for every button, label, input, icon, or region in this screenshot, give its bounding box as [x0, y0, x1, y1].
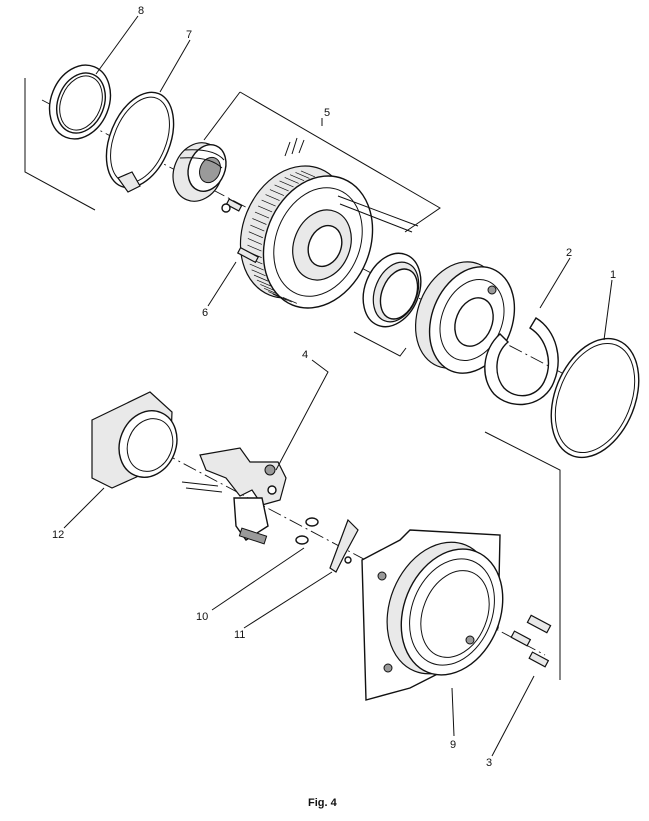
part-middle-ring [362, 252, 422, 328]
callout-10: 10 [196, 611, 208, 623]
part-sensor-bracket [181, 447, 287, 545]
housing-knurl-tick [282, 297, 297, 304]
housing-knurl-tick [269, 189, 285, 196]
part-8-ring [48, 64, 112, 140]
callout-12: 12 [52, 529, 64, 541]
callout-1: 1 [610, 269, 616, 281]
housing-knurl-tick [249, 263, 264, 271]
part-3-screws [510, 614, 552, 668]
housing-knurl-tick [253, 274, 269, 282]
callout-4: 4 [302, 349, 308, 361]
housing-knurl-tick [251, 269, 266, 277]
housing-knurl-tick [268, 291, 283, 298]
housing-knurl-tick [247, 238, 262, 245]
housing-knurl-tick [248, 231, 263, 239]
housing-knurl-tick [274, 184, 289, 192]
small-screw-top [221, 198, 243, 213]
callout-6: 6 [202, 307, 208, 319]
callout-8: 8 [138, 5, 144, 17]
figure-caption: Fig. 4 [308, 797, 338, 809]
callout-2: 2 [566, 247, 572, 259]
part-11-lever [329, 518, 359, 573]
callout-7: 7 [186, 29, 192, 41]
housing-knurl-tick [265, 194, 280, 201]
leader-lines [63, 15, 613, 757]
housing-knurl-tick [272, 293, 288, 301]
callout-3: 3 [486, 757, 492, 769]
part-bearing-sleeve [172, 142, 227, 202]
part-1-large-ring [550, 337, 640, 459]
callout-labels: 8 7 5 2 1 6 4 12 10 11 9 3 [52, 5, 616, 769]
housing-knurl-tick [254, 211, 270, 219]
housing-knurl-tick [300, 170, 316, 178]
part-6-screw [236, 246, 260, 264]
housing-knurl-tick [263, 287, 279, 295]
part-10-screws [295, 517, 319, 545]
housing-knurl-tick [247, 244, 262, 252]
housing-knurl-tick [295, 172, 310, 179]
housing-knurl-tick [289, 174, 305, 181]
housing-knurl-tick [250, 224, 265, 232]
callout-5: 5 [324, 107, 330, 119]
housing-knurl-tick [256, 279, 272, 287]
part-9-base-plate [361, 529, 504, 701]
part-5-motor-housing [239, 137, 419, 309]
housing-knurl-tick [261, 199, 276, 207]
part-12-flange-adapter [91, 391, 178, 489]
housing-knurl-tick [257, 205, 273, 213]
housing-knurl-tick [252, 218, 267, 225]
part-7-clip-ring [105, 91, 175, 193]
callout-11: 11 [234, 629, 245, 641]
housing-knurl-tick [260, 284, 275, 291]
callout-9: 9 [450, 739, 456, 751]
part-2-split-washer [484, 317, 559, 406]
housing-knurl-tick [284, 177, 299, 184]
housing-knurl-tick [279, 180, 294, 188]
